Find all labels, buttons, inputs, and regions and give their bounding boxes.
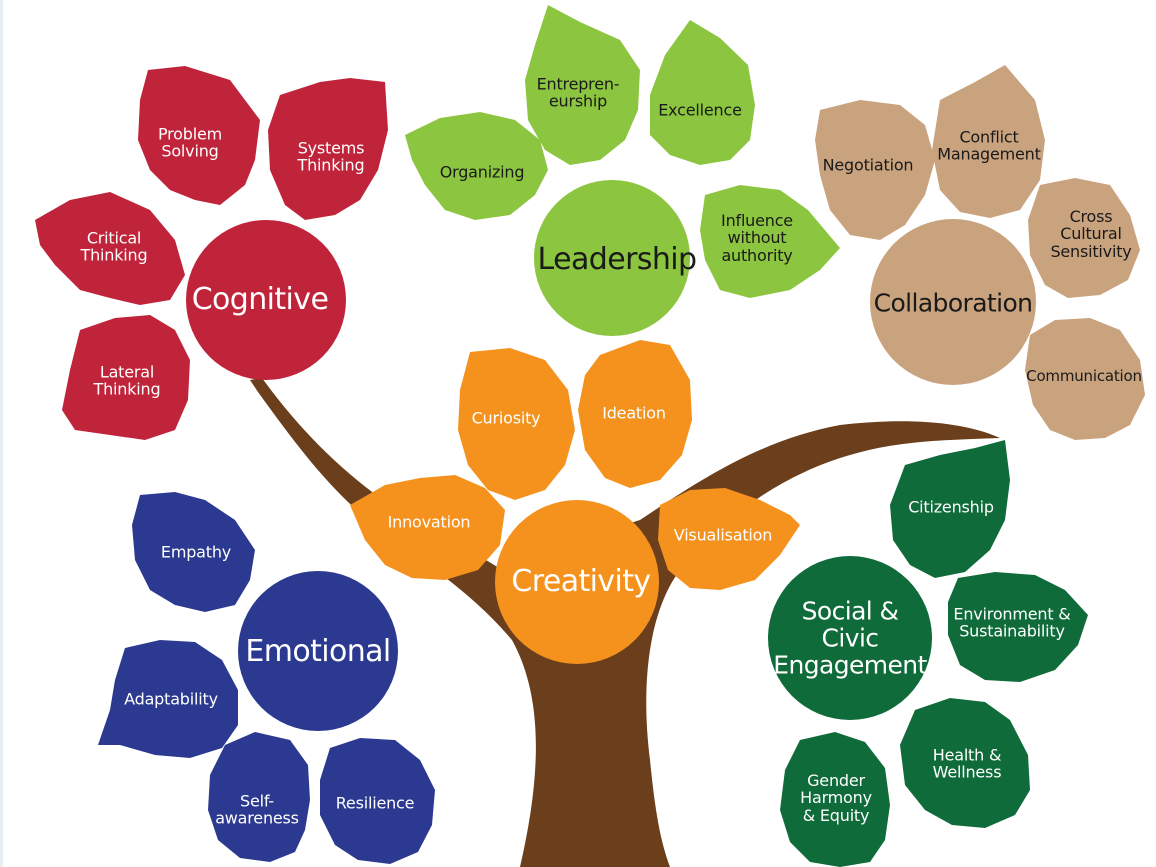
leaf-cross-cultural-label: Cross Cultural Sensitivity: [1050, 207, 1132, 261]
leaf-cross-cultural: [1028, 178, 1140, 298]
leaf-systems-thinking-label: Systems Thinking: [297, 138, 365, 175]
leaf-innovation: [350, 475, 505, 580]
leaf-innovation-label: Innovation: [387, 512, 471, 532]
hub-social-circle: [768, 556, 932, 720]
leaf-resilience: [320, 738, 435, 864]
leaf-visualisation-label: Visualisation: [673, 525, 773, 545]
leaf-negotiation: [815, 100, 935, 240]
leaf-curiosity-label: Curiosity: [471, 408, 541, 428]
leaf-health-label: Health & Wellness: [932, 745, 1002, 782]
hub-creativity-circle: [495, 500, 659, 664]
leaf-citizenship: [890, 440, 1010, 578]
hubs: [186, 180, 1036, 731]
leaf-lateral-thinking: [62, 315, 190, 440]
leaf-adaptability-label: Adaptability: [124, 689, 218, 709]
leaf-excellence-label: Excellence: [658, 100, 742, 120]
hub-cognitive-circle: [186, 220, 346, 380]
leaf-organizing: [405, 112, 548, 220]
leaf-problem-solving: [138, 66, 260, 205]
leaves-social: [780, 440, 1088, 867]
leaf-gender-label: Gender Harmony & Equity: [800, 771, 872, 825]
hub-collaboration-label: Collaboration: [873, 288, 1033, 318]
leaf-visualisation: [658, 488, 800, 590]
leaf-curiosity: [458, 348, 575, 500]
left-edge-strip: [0, 0, 3, 867]
leaf-communication-label: Communication: [1026, 366, 1142, 385]
leaf-entrepreneurship: [525, 5, 640, 165]
leaves-leadership: [405, 5, 840, 298]
leaf-critical-thinking-label: Critical Thinking: [80, 228, 148, 265]
leaf-entrepreneurship-label: Entrepren- eurship: [536, 74, 620, 111]
leaf-negotiation-label: Negotiation: [822, 155, 914, 175]
leaves-emotional: [98, 492, 435, 864]
leaf-ideation-label: Ideation: [602, 403, 666, 423]
leaf-conflict-management-label: Conflict Management: [937, 127, 1041, 164]
hub-creativity-label: Creativity: [511, 563, 651, 599]
leaf-lateral-thinking-label: Lateral Thinking: [93, 362, 161, 399]
hub-social-label: Social & Civic Engagement: [773, 596, 927, 680]
leaf-self-awareness-label: Self- awareness: [215, 791, 299, 828]
leaf-excellence: [650, 20, 755, 165]
leaf-ideation: [578, 340, 692, 488]
leaf-health: [900, 698, 1030, 828]
leaf-critical-thinking: [35, 192, 185, 305]
leaf-empathy-label: Empathy: [160, 542, 232, 562]
leaf-empathy: [132, 492, 255, 612]
leaf-communication: [1025, 318, 1145, 440]
leaf-conflict-management: [932, 65, 1045, 218]
leaf-influence: [700, 185, 840, 298]
leaf-systems-thinking: [268, 78, 388, 220]
leaf-environment: [948, 572, 1088, 682]
leaf-citizenship-label: Citizenship: [908, 497, 994, 517]
hub-leadership-circle: [534, 180, 690, 336]
leaf-organizing-label: Organizing: [439, 162, 525, 182]
leaf-self-awareness: [208, 732, 310, 862]
hub-emotional-circle: [238, 571, 398, 731]
hub-emotional-label: Emotional: [245, 633, 391, 669]
leaf-influence-label: Influence without authority: [721, 211, 793, 265]
hub-cognitive-label: Cognitive: [191, 281, 329, 317]
leaf-resilience-label: Resilience: [335, 793, 415, 813]
leaf-gender: [780, 732, 890, 867]
leaf-environment-label: Environment & Sustainability: [953, 604, 1071, 641]
leaf-problem-solving-label: Problem Solving: [157, 124, 222, 161]
leaf-adaptability: [98, 640, 238, 758]
hub-collaboration-circle: [870, 219, 1036, 385]
leaves-collaboration: [815, 65, 1145, 440]
leaves-cognitive: [35, 66, 388, 440]
leaves-creativity: [350, 340, 800, 590]
hub-leadership-label: Leadership: [537, 241, 697, 277]
